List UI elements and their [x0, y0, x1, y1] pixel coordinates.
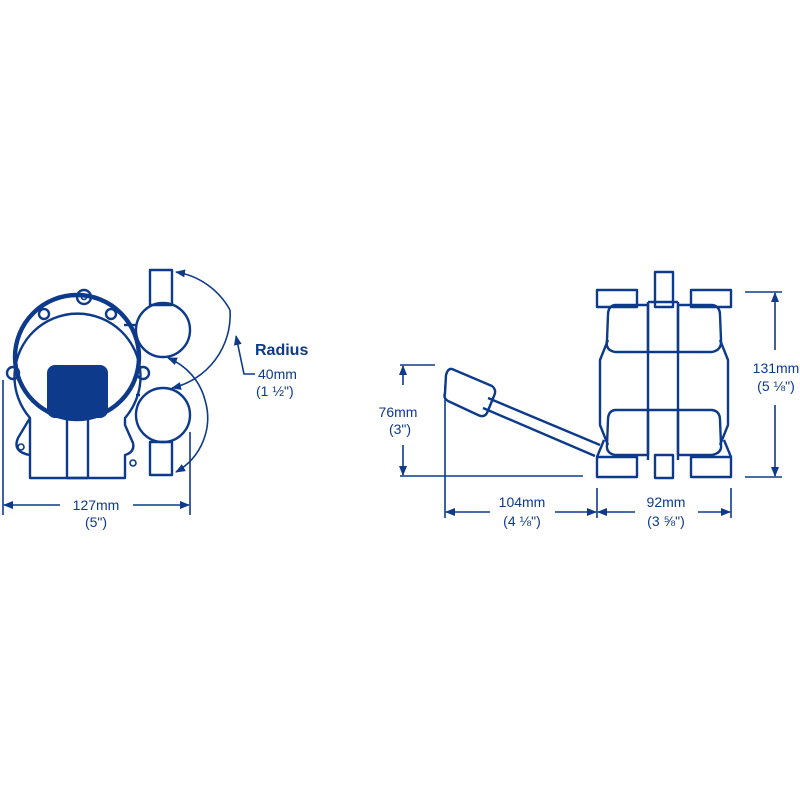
top-port: [653, 270, 675, 309]
lower-port: [148, 440, 174, 477]
handle-grip: [443, 367, 497, 418]
pump-side-view: [399, 270, 782, 518]
height-mm: 131mm: [753, 360, 800, 376]
handle-height-in: (3"): [389, 421, 411, 437]
radius-leader: [233, 335, 255, 375]
handle-stem: [65, 416, 90, 480]
handle-length-mm: 104mm: [499, 494, 546, 510]
radius-in: (1 ½"): [256, 383, 294, 399]
body-width-in: (3 ⅝"): [647, 513, 685, 529]
pump-front-view: [2, 268, 255, 515]
body-width-mm: 92mm: [647, 494, 686, 510]
handle-height-mm: 76mm: [379, 404, 418, 420]
upper-port-bulb: [134, 301, 192, 359]
width-mm: 127mm: [73, 497, 120, 513]
width-in: (5"): [85, 514, 107, 530]
lower-port-bulb: [134, 386, 192, 444]
body-chamber-left: [605, 303, 650, 354]
radius-label: Radius: [255, 342, 308, 359]
height-in: (5 ⅛"): [757, 378, 795, 394]
bottom-port: [653, 453, 675, 480]
radius-mm: 40mm: [258, 366, 297, 382]
upper-port: [148, 268, 174, 307]
handle-lever: [482, 396, 601, 458]
handle-mount-block: [47, 365, 108, 418]
handle-length-in: (4 ⅛"): [503, 513, 541, 529]
